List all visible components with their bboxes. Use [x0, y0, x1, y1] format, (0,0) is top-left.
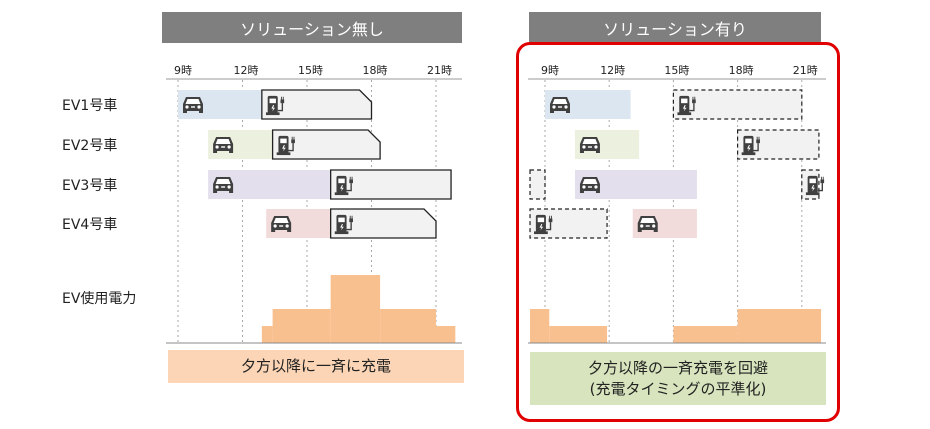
power-step	[272, 309, 331, 343]
power-step	[330, 275, 381, 343]
power-step	[261, 326, 273, 343]
row-label-ev4: EV4号車	[62, 217, 118, 233]
power-step	[380, 309, 436, 343]
caption-line: 夕方以降に一斉に充電	[240, 357, 391, 375]
highlight-frame	[516, 42, 840, 422]
caption-with-solution: 夕方以降の一斉充電を回避 (充電タイミングの平準化)	[530, 352, 826, 405]
car-icon	[213, 137, 234, 153]
caption-without-solution: 夕方以降に一斉に充電	[168, 350, 464, 383]
car-icon	[183, 97, 203, 113]
time-tick-label: 12時	[600, 64, 625, 77]
charging-box-shifted	[672, 89, 803, 120]
charging-box	[271, 129, 381, 160]
power-step	[673, 326, 738, 343]
time-tick-label: 12時	[234, 64, 259, 77]
time-tick-label: 21時	[427, 64, 452, 77]
time-tick-label: 9時	[541, 64, 559, 77]
time-tick-label: 15時	[298, 64, 323, 77]
row-label-ev2: EV2号車	[62, 138, 118, 154]
time-tick-label: 18時	[729, 64, 754, 77]
charging-box	[329, 169, 452, 200]
charging-box	[329, 208, 437, 239]
caption-line: 夕方以降の一斉充電を回避	[587, 358, 768, 377]
header-without-solution: ソリューション無し	[162, 12, 462, 43]
charging-box	[261, 89, 373, 120]
power-step	[737, 309, 822, 343]
charging-box-shifted	[529, 169, 546, 200]
power-step	[436, 326, 456, 343]
row-label-ev3: EV3号車	[62, 178, 118, 194]
header-with-solution: ソリューション有り	[529, 12, 821, 43]
power-step	[530, 309, 550, 343]
time-tick-label: 21時	[793, 64, 818, 77]
time-tick-label: 15時	[664, 64, 689, 77]
row-label-ev1: EV1号車	[62, 98, 118, 114]
car-icon	[271, 216, 292, 232]
row-label-power: EV使用電力	[62, 291, 137, 307]
caption-line: (充電タイミングの平準化)	[589, 379, 767, 398]
power-step	[549, 326, 608, 343]
car-icon	[213, 177, 234, 193]
time-tick-label: 18時	[363, 64, 388, 77]
time-tick-label: 9時	[174, 64, 192, 77]
